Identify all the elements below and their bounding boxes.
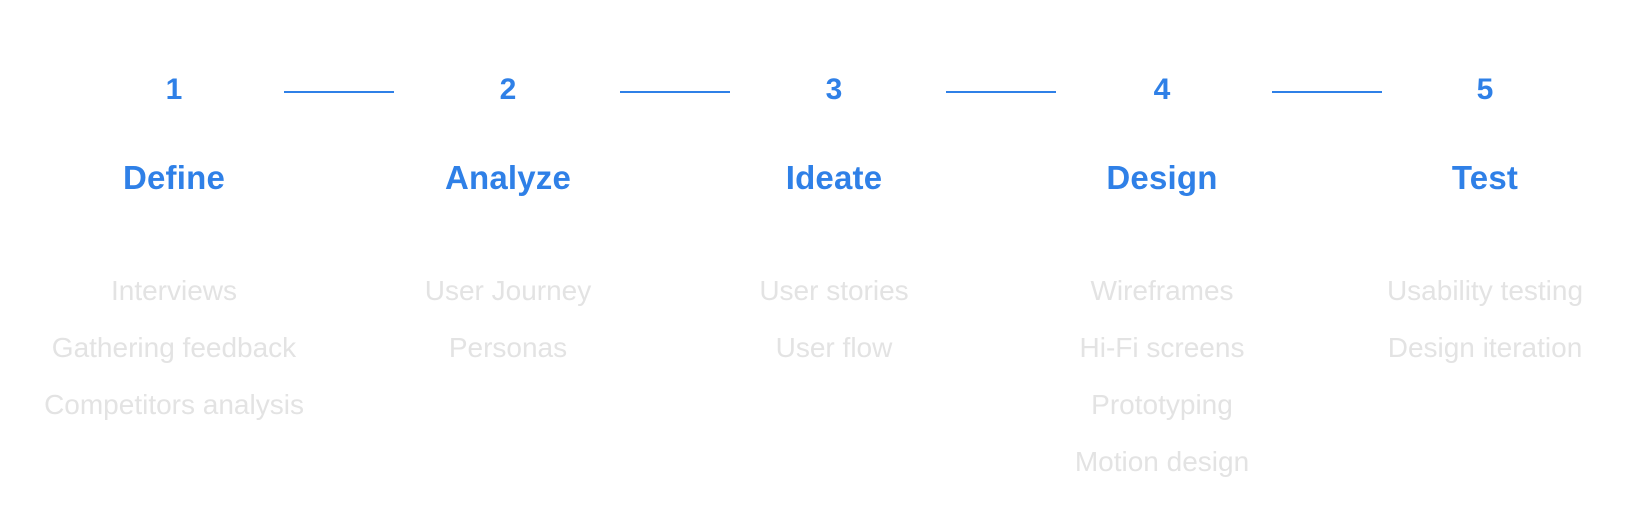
- step-items-list: Usability testing Design iteration: [1315, 262, 1628, 376]
- step-item: Wireframes: [1090, 275, 1234, 306]
- step-title: Define: [122, 159, 226, 196]
- step-items-list: User Journey Personas: [338, 262, 678, 376]
- step-items-list: Wireframes Hi-Fi screens Prototyping Mot…: [992, 262, 1332, 490]
- step-item: User Journey: [424, 275, 592, 306]
- step-item: Design iteration: [1387, 332, 1583, 363]
- step-number: 3: [825, 73, 843, 106]
- connector-line-1-2: [284, 91, 394, 93]
- connector-line-2-3: [620, 91, 730, 93]
- step-number: 1: [165, 73, 183, 106]
- step-title: Design: [1106, 159, 1218, 196]
- step-number: 4: [1153, 73, 1171, 106]
- step-item: User stories: [759, 275, 909, 306]
- step-title: Analyze: [444, 159, 572, 196]
- step-items-list: User stories User flow: [664, 262, 1004, 376]
- step-items-list: Interviews Gathering feedback Competitor…: [4, 262, 344, 433]
- step-item: Motion design: [1074, 446, 1250, 477]
- connector-line-4-5: [1272, 91, 1382, 93]
- step-item: Personas: [448, 332, 568, 363]
- step-item: Usability testing: [1386, 275, 1584, 306]
- step-item: Interviews: [110, 275, 238, 306]
- step-item: User flow: [775, 332, 893, 363]
- step-number: 5: [1476, 73, 1494, 106]
- step-title: Test: [1451, 159, 1519, 196]
- step-item: Hi-Fi screens: [1079, 332, 1245, 363]
- step-number: 2: [499, 73, 517, 106]
- step-title: Ideate: [785, 159, 883, 196]
- step-item: Competitors analysis: [44, 389, 304, 420]
- step-item: Gathering feedback: [51, 332, 297, 363]
- connector-line-3-4: [946, 91, 1056, 93]
- step-item: Prototyping: [1091, 389, 1233, 420]
